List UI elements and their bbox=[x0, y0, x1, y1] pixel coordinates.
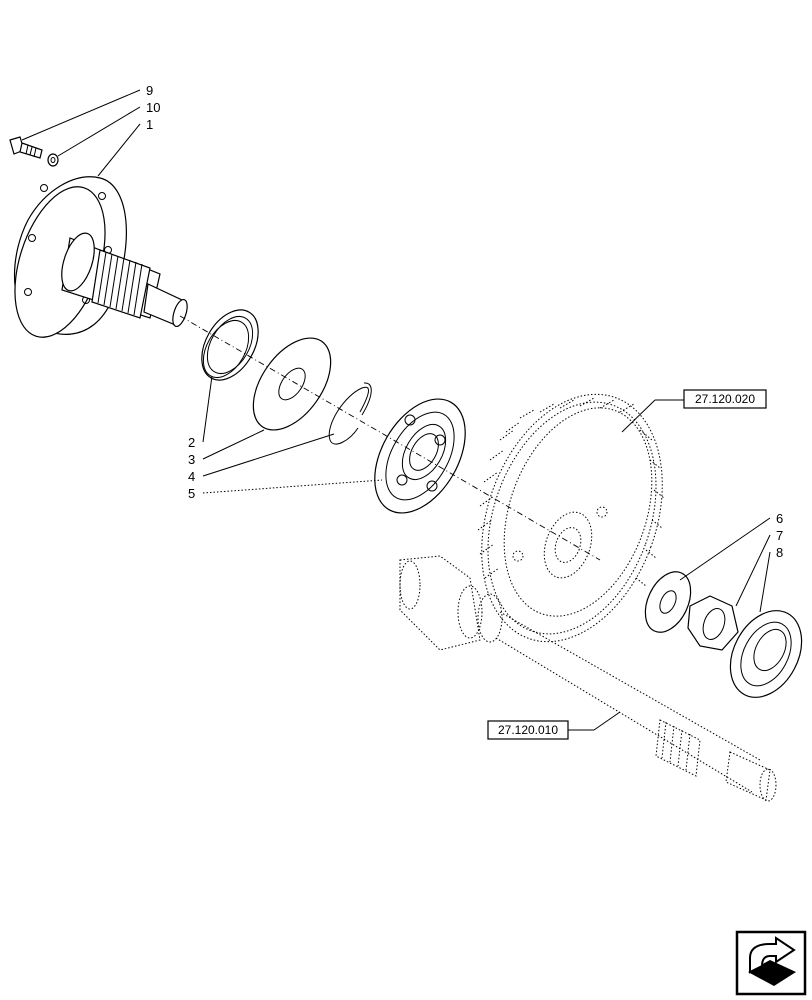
leader-lines bbox=[21, 89, 771, 731]
flange-shaft-part bbox=[14, 176, 188, 338]
callout-1: 1 bbox=[146, 117, 153, 132]
callout-7: 7 bbox=[776, 528, 783, 543]
hex-nut-part bbox=[687, 595, 739, 651]
spline-section bbox=[91, 249, 151, 319]
output-shaft-ref bbox=[399, 555, 777, 802]
callout-3: 3 bbox=[188, 452, 195, 467]
roller-bearing-part bbox=[729, 610, 803, 698]
callout-4: 4 bbox=[188, 469, 195, 484]
assembly-axis bbox=[179, 315, 601, 561]
callout-8: 8 bbox=[776, 545, 783, 560]
large-gear-ref bbox=[477, 393, 665, 643]
callout-10: 10 bbox=[146, 100, 160, 115]
shaft-reference-box[interactable]: 27.120.010 bbox=[487, 720, 569, 740]
callout-9: 9 bbox=[146, 83, 153, 98]
bolt-part bbox=[9, 136, 43, 159]
gear-reference-box[interactable]: 27.120.020 bbox=[683, 389, 767, 409]
callout-6: 6 bbox=[776, 511, 783, 526]
thrust-washer-part bbox=[252, 337, 332, 431]
ball-bearing-part bbox=[374, 398, 466, 514]
callout-5: 5 bbox=[188, 486, 195, 501]
flat-washer-part bbox=[644, 571, 692, 633]
gear-reference-label: 27.120.020 bbox=[695, 392, 755, 406]
callout-2: 2 bbox=[188, 435, 195, 450]
next-page-arrow-icon[interactable] bbox=[735, 930, 807, 996]
washer-part bbox=[47, 153, 59, 167]
shaft-reference-label: 27.120.010 bbox=[498, 723, 558, 737]
snap-ring-part bbox=[328, 382, 372, 445]
